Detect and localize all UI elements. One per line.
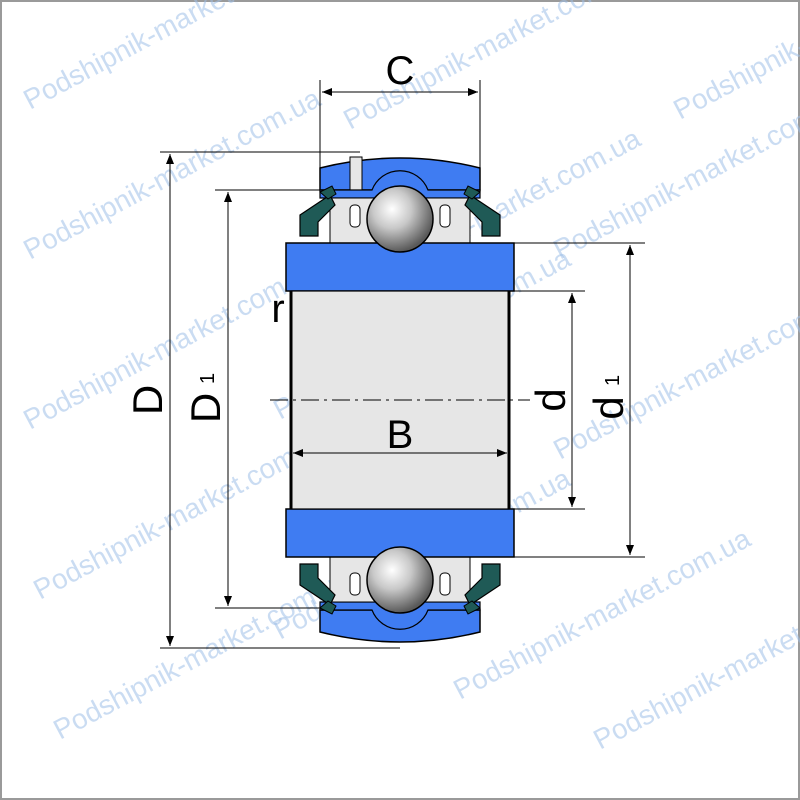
ball-top — [366, 185, 434, 253]
seal-lip — [463, 185, 481, 200]
label-D-group: D — [124, 385, 171, 415]
label-r: r — [271, 287, 284, 331]
watermark-text: Podshipnik-market.com.ua — [18, 82, 326, 265]
cage-slot — [439, 572, 451, 596]
label-d1: d — [585, 396, 632, 419]
seal-lip — [319, 600, 337, 615]
ball-bottom — [366, 546, 434, 614]
lube-hole — [349, 156, 363, 196]
label-D: D — [124, 385, 171, 415]
cage-slot — [349, 204, 361, 228]
label-d: d — [527, 388, 574, 411]
watermark-text: Podshipnik-market.com.ua — [338, 0, 646, 135]
seal-lip — [463, 600, 481, 615]
label-C: C — [386, 49, 415, 93]
outer-ring-bottom-raceway — [319, 601, 481, 630]
cage-slot — [349, 572, 361, 596]
seal-lip — [319, 185, 337, 200]
label-B: B — [387, 413, 414, 457]
label-D1-subscript: 1 — [197, 373, 219, 384]
cage-slot — [439, 204, 451, 228]
label-d1-group: d 1 — [585, 375, 632, 420]
label-d-group: d — [527, 388, 574, 411]
label-d1-subscript: 1 — [602, 375, 624, 386]
watermark-text: Podshipnik-market.com.ua — [548, 282, 800, 465]
label-D1: D — [182, 393, 229, 423]
label-D1-group: D 1 — [182, 373, 229, 423]
watermark-text: Podshipnik-market.com.ua — [668, 0, 800, 125]
outer-ring-top-raceway — [319, 170, 481, 199]
